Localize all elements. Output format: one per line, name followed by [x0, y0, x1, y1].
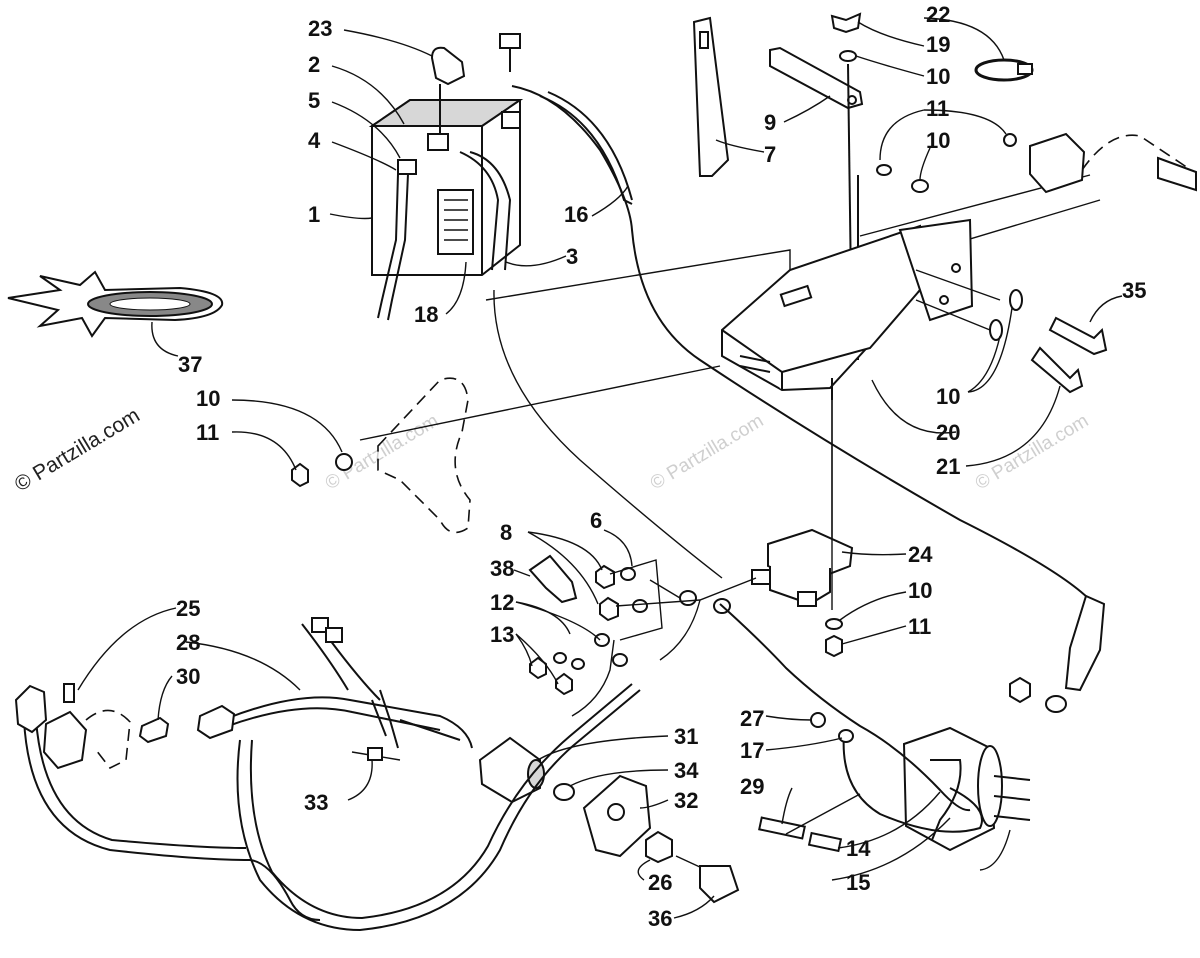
callout-27: 27: [740, 706, 764, 731]
callout-9: 9: [764, 110, 776, 135]
callout-2: 2: [308, 52, 320, 77]
switch-nut: [645, 830, 673, 864]
callout-24: 24: [908, 542, 933, 567]
strap: [692, 16, 730, 177]
cable-16-jacket: [539, 91, 633, 205]
callout-33: 33: [304, 790, 328, 815]
callout-25: 25: [176, 596, 200, 621]
leader-lines: [77, 17, 1123, 919]
faint-watermark: © Partzilla.com: [322, 410, 443, 494]
faint-watermark: © Partzilla.com: [647, 410, 768, 494]
brand-watermark: © Partzilla.com: [11, 404, 144, 497]
battery-icon: [368, 99, 524, 276]
mount-plate-outline: [291, 365, 721, 534]
callout-10: 10: [196, 386, 220, 411]
callout-10: 10: [926, 128, 950, 153]
callout-29: 29: [740, 774, 764, 799]
washer: [911, 179, 929, 193]
callout-31: 31: [674, 724, 698, 749]
hose-clamp: [974, 58, 1034, 82]
cable-tie: [930, 759, 962, 841]
wiring-harness: [23, 599, 701, 932]
solenoid-icon: [751, 390, 854, 658]
hold-down-strap: [377, 159, 417, 321]
callout-19: 19: [926, 32, 950, 57]
terminal-boot: [430, 46, 466, 134]
callout-38: 38: [490, 556, 514, 581]
callout-8: 8: [500, 520, 512, 545]
tray-bolts: [915, 269, 1108, 394]
callout-6: 6: [590, 508, 602, 533]
callout-21: 21: [936, 454, 960, 479]
callout-11: 11: [908, 614, 931, 639]
callout-10: 10: [936, 384, 960, 409]
callout-13: 13: [490, 622, 514, 647]
callout-32: 32: [674, 788, 698, 813]
callout-20: 20: [936, 420, 960, 445]
callout-18: 18: [414, 302, 438, 327]
callout-37: 37: [178, 352, 202, 377]
faint-watermark: © Partzilla.com: [972, 410, 1093, 494]
callout-10: 10: [926, 64, 950, 89]
callout-14: 14: [846, 836, 871, 861]
cable-terminal: [1009, 594, 1106, 713]
key-icon: [675, 855, 740, 904]
callout-35: 35: [1122, 278, 1146, 303]
cable-17: [842, 733, 983, 833]
battery-tray: [721, 218, 974, 400]
battery-cable-16: [511, 85, 1091, 601]
rubber-cap: [528, 554, 578, 604]
callout-3: 3: [566, 244, 578, 269]
nut-washer-group: [529, 559, 757, 696]
callout-26: 26: [648, 870, 672, 895]
callout-10: 10: [908, 578, 932, 603]
callout-34: 34: [674, 758, 699, 783]
starter-motor-icon: [902, 726, 1031, 871]
washer: [876, 164, 892, 176]
connector: [1003, 132, 1197, 194]
callout-28: 28: [176, 630, 200, 655]
callout-11: 11: [196, 420, 219, 445]
nut-27: [810, 712, 826, 728]
callout-4: 4: [308, 128, 321, 153]
callout-30: 30: [176, 664, 200, 689]
decal-icon: [7, 270, 224, 338]
callout-17: 17: [740, 738, 764, 763]
decal-plate: [582, 774, 652, 858]
callout-5: 5: [308, 88, 320, 113]
eyelet: [838, 729, 854, 743]
callout-36: 36: [648, 906, 672, 931]
harness-dash-line: [1081, 134, 1189, 171]
stud-guide: [785, 793, 861, 835]
studs: [758, 816, 843, 853]
callout-7: 7: [764, 142, 776, 167]
callout-22: 22: [926, 2, 950, 27]
battery-to-tray-line: [485, 249, 791, 310]
callout-12: 12: [490, 590, 514, 615]
fuse-holder-icon: [14, 683, 170, 770]
ignition-switch-icon: [478, 736, 575, 804]
callout-1: 1: [308, 202, 320, 227]
terminal-bolt: [499, 33, 521, 72]
battery-cable-3: [459, 151, 512, 271]
callout-11: 11: [926, 96, 949, 121]
watermarks: © Partzilla.com © Partzilla.com © Partzi…: [11, 404, 1093, 497]
diode: [351, 747, 401, 761]
cable-3-wire: [493, 289, 723, 579]
starter-cable: [719, 603, 971, 812]
callout-16: 16: [564, 202, 588, 227]
callout-23: 23: [308, 16, 332, 41]
callout-15: 15: [846, 870, 870, 895]
callout-labels: 23 2 5 4 1 3 18 16 7 9 19 10 22 11 10 35…: [176, 2, 1146, 931]
